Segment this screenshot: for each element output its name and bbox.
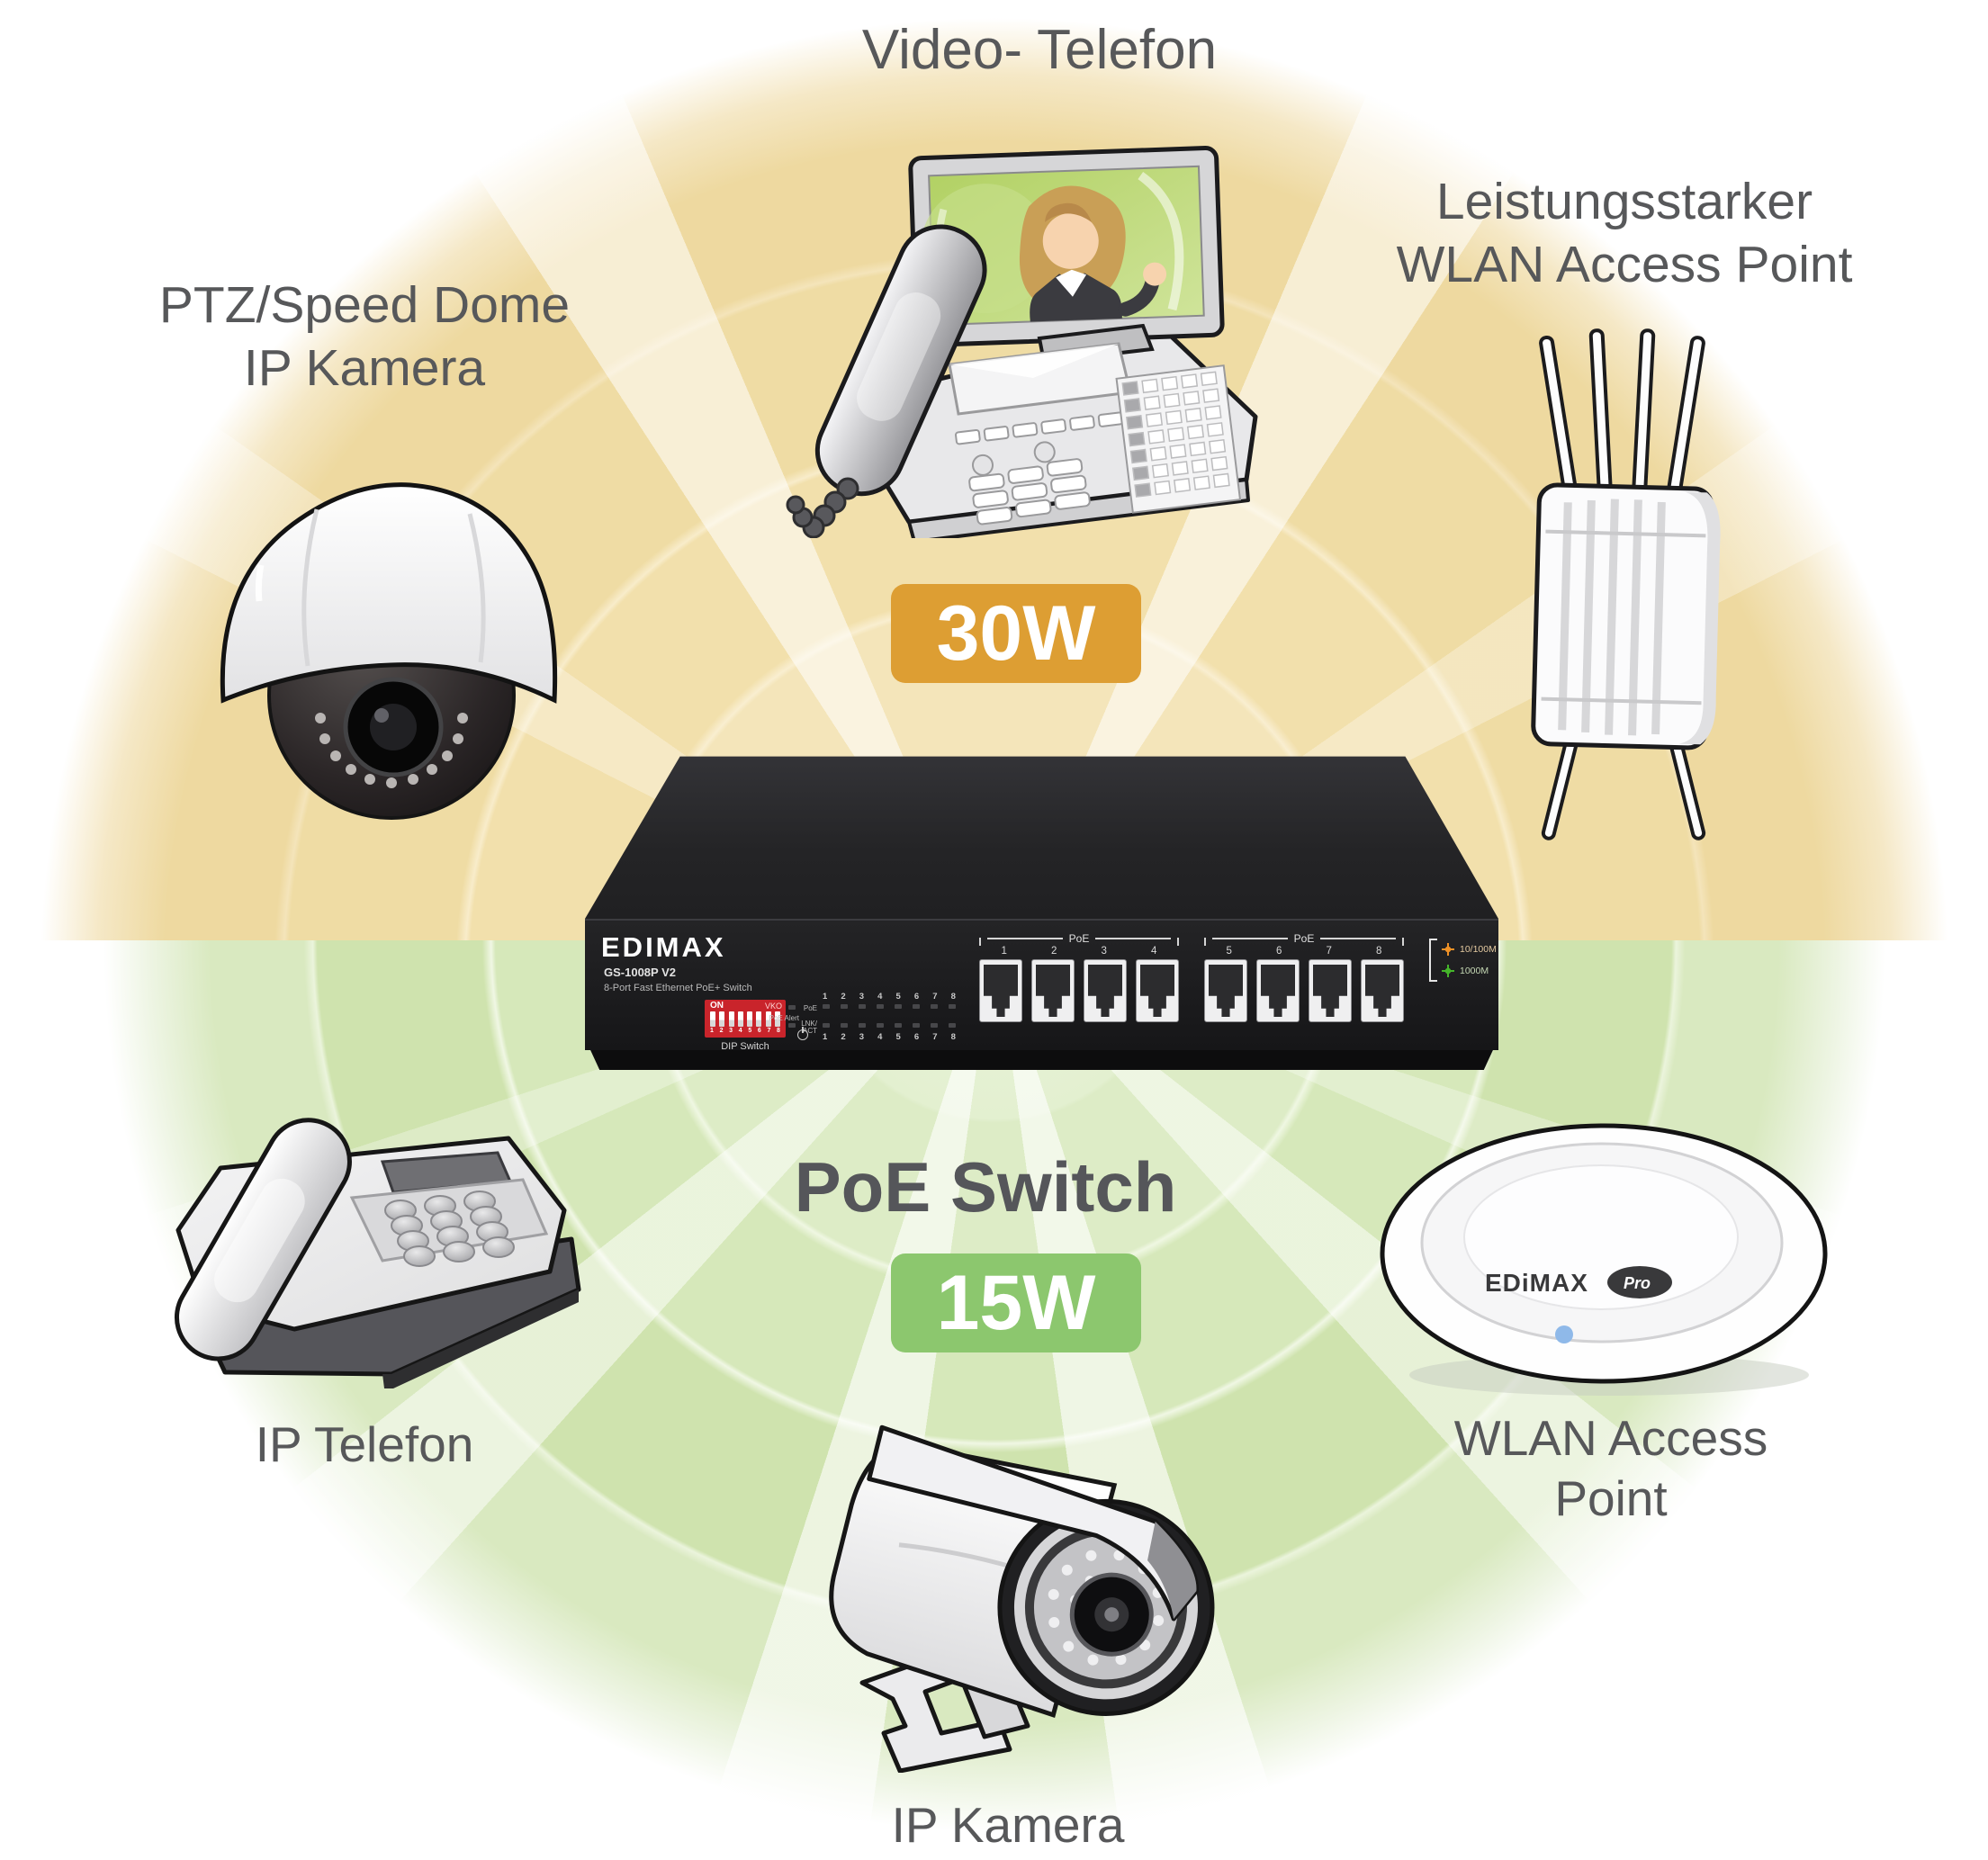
outdoor-ap-label-line2: WLAN Access Point [1396,235,1853,293]
poe-switch-device: EDIMAX GS-1008P V2 8-Port Fast Ethernet … [585,751,1498,1074]
ethernet-port[interactable] [1136,959,1179,1022]
antenna-icon [1539,335,1579,499]
edimax-pro-logo: EDiMAX Pro [1485,1266,1672,1298]
dome-camera-label-line2: IP Kamera [243,338,486,397]
ir-led-ring [315,713,468,788]
bullet-camera-illustration [783,1413,1269,1773]
lnk-label: LNK/ [801,1020,817,1028]
legend-1000-label: 1000M [1460,966,1489,976]
poe-alert-label: PoE Alert [769,1014,799,1022]
base-slot [382,1289,579,1388]
antenna-icon [1588,328,1613,497]
poe-led-label: PoE [803,1004,817,1012]
dome-camera-label-line1: PTZ/Speed Dome [158,276,571,334]
port-group-label: PoE [1068,932,1090,945]
switch-model: GS-1008P V2 [604,966,676,979]
video-phone-screen [908,146,1225,347]
led-star-orange-icon [1442,943,1454,956]
switch-description: 8-Port Fast Ethernet PoE+ Switch [604,983,752,993]
handset-cord [786,477,859,538]
ethernet-port[interactable] [1361,959,1404,1022]
ceiling-ap-label-line2: Point [1554,1470,1668,1527]
dip-right-label: VKO [764,1002,782,1011]
ethernet-port[interactable] [979,959,1022,1022]
switch-top-face [585,756,1498,919]
poe-bracket: PoE [1204,932,1404,946]
phone-keypad[interactable] [384,1191,515,1267]
poe-bracket: PoE [979,932,1179,946]
dome-camera-illustration [207,430,567,835]
svg-text:Pro: Pro [1624,1274,1651,1292]
ceiling-ap-illustration: EDiMAX Pro [1377,1120,1836,1399]
phone-keypad [968,441,1091,526]
bullet-camera-label: IP Kamera [891,1797,1125,1853]
switch-base [590,1050,1493,1070]
ip-phone-label: IP Telefon [255,1416,474,1472]
antenna-icon [1541,732,1579,840]
power-icon [797,1027,808,1040]
led-indicator [788,1023,796,1028]
caller-hand [1143,262,1167,286]
svg-text:EDiMAX: EDiMAX [1485,1269,1588,1297]
legend-10-100-label: 10/100M [1460,944,1497,955]
lnk-act-led-row [823,1023,956,1028]
antenna-icon [1666,336,1705,499]
status-led [1555,1325,1573,1343]
dip-levers[interactable] [710,1011,780,1027]
led-indicator [788,1005,796,1010]
speed-dial-grid [1115,364,1242,514]
port-group-label: PoE [1293,932,1315,945]
outdoor-ap-label-line1: Leistungsstarker [1435,173,1813,230]
camera-body [829,1424,1215,1718]
led-speed-legend: 10/100M 1000M [1429,939,1497,982]
antenna-icon [1632,328,1656,497]
poe-led-row [823,1004,956,1009]
switch-brand-logo: EDIMAX [601,931,726,963]
ethernet-port[interactable] [1256,959,1300,1022]
outdoor-ap-label: Leistungsstarker WLAN Access Point [1305,171,1944,296]
caller-face [1042,212,1099,269]
led-star-green-icon [1442,965,1454,977]
power-badge-15w: 15W [891,1253,1141,1352]
poe-switch-title: PoE Switch [794,1147,1177,1227]
dome-camera-label: PTZ/Speed Dome IP Kamera [108,274,621,400]
ceiling-ap-label-line1: WLAN Access [1453,1410,1768,1466]
ethernet-port[interactable] [1204,959,1247,1022]
ethernet-port[interactable] [1309,959,1352,1022]
power-badge-30w: 30W [891,584,1141,683]
outdoor-ap-illustration [1489,319,1768,855]
caller-suit [1030,273,1122,322]
ip-phone-illustration [85,1075,598,1408]
dip-on-label: ON [710,1001,724,1011]
ceiling-ap-label: WLAN Access Point [1386,1408,1836,1529]
act-label: ACT [803,1027,817,1035]
video-phone-illustration [765,106,1269,538]
dip-switch-caption: DIP Switch [721,1041,769,1052]
phone-handset [174,1118,352,1361]
video-phone-label: Video- Telefon [861,19,1218,81]
ethernet-port[interactable] [1084,959,1127,1022]
ethernet-port[interactable] [1031,959,1075,1022]
